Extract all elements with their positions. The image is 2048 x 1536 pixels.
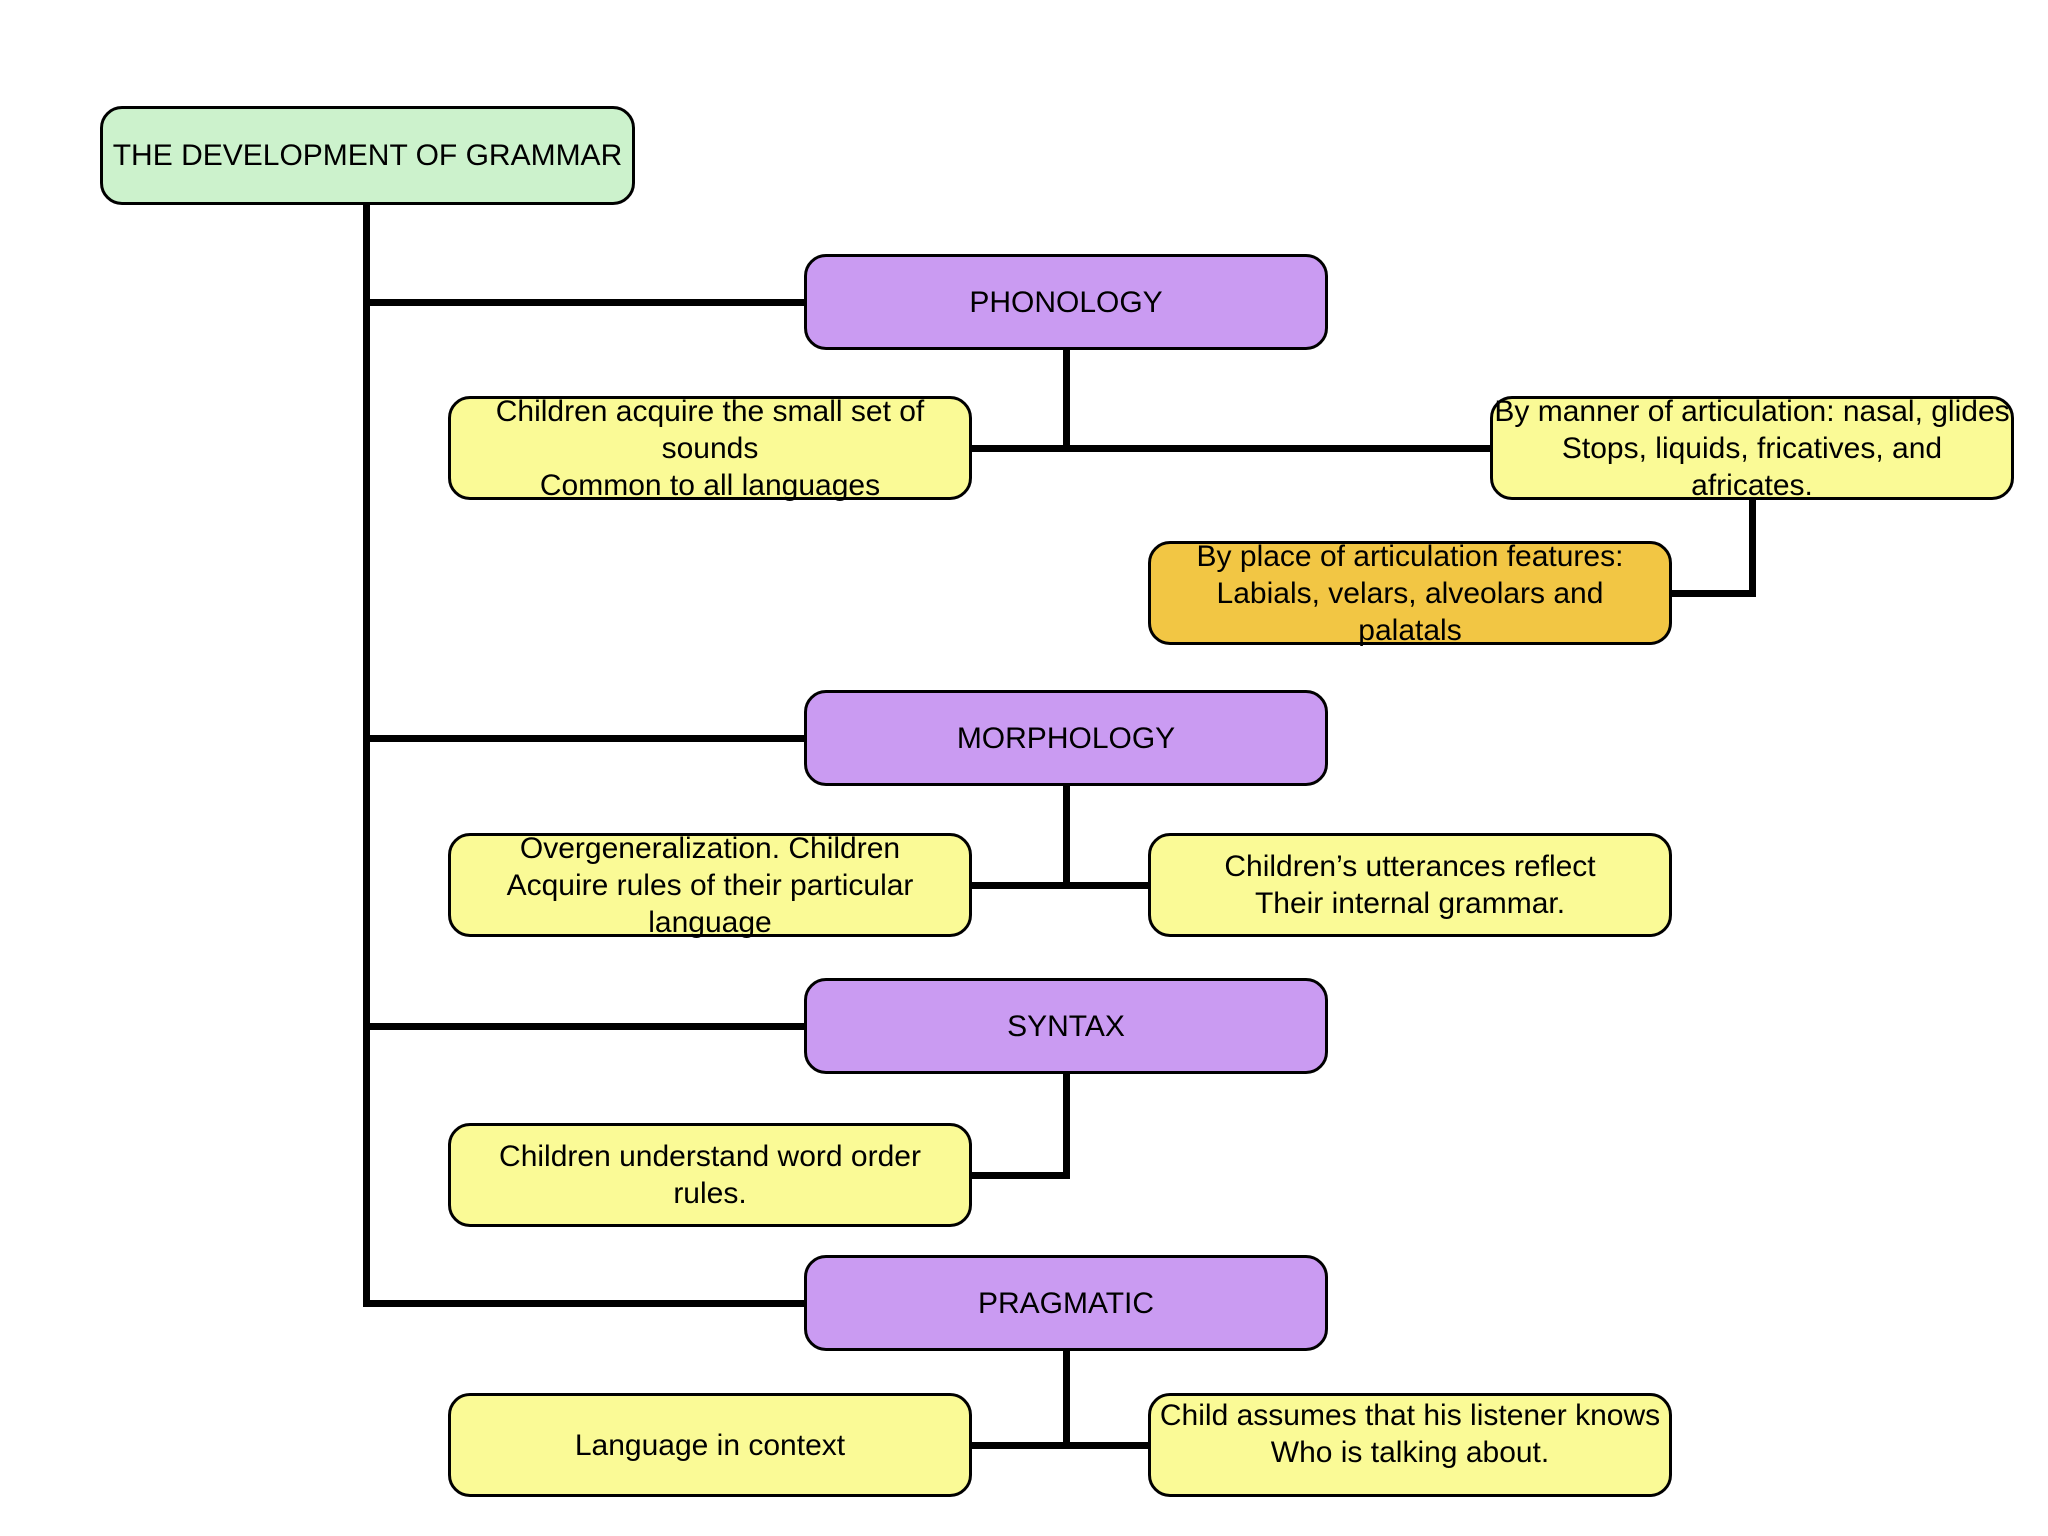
- note-line: language: [648, 905, 772, 939]
- phonology-node-label: PHONOLOGY: [969, 285, 1163, 319]
- phonology-right-note: By manner of articulation: nasal, glides…: [1490, 394, 2014, 502]
- note-line: Language in context: [574, 1428, 846, 1462]
- connector-phonology-horizontal: [972, 445, 1490, 452]
- note-line: Who is talking about.: [1270, 1436, 1550, 1469]
- note-line: Overgeneralization. Children: [519, 831, 901, 865]
- syntax-left-note: Children understand word order rules.: [448, 1123, 972, 1227]
- note-line: Child assumes that his listener knows: [1159, 1399, 1661, 1432]
- note-line: Acquire rules of their particular: [506, 868, 914, 902]
- connector-branch-pragmatic: [363, 1300, 804, 1307]
- connector-trunk-vertical: [363, 203, 370, 1307]
- connector-branch-phonology: [363, 299, 804, 306]
- phonology-left-note: Children acquire the small set of sounds…: [448, 394, 972, 502]
- note-line: Stops, liquids, fricatives, and: [1561, 431, 1943, 465]
- connector-syntax-horizontal: [972, 1172, 1070, 1179]
- connector-morphology-horizontal: [972, 882, 1148, 889]
- note-line: Common to all languages: [539, 468, 881, 502]
- note-line: Their internal grammar.: [1254, 887, 1566, 920]
- morphology-left-note: Overgeneralization. Children Acquire rul…: [448, 831, 972, 939]
- note-line: palatals: [1358, 613, 1462, 647]
- note-line: Children’s utterances reflect: [1224, 850, 1596, 883]
- syntax-node: SYNTAX: [804, 978, 1328, 1074]
- morphology-node: MORPHOLOGY: [804, 690, 1328, 786]
- place-of-articulation-note: By place of articulation features: Labia…: [1148, 539, 1672, 647]
- connector-place-horizontal: [1672, 590, 1756, 597]
- title-node: THE DEVELOPMENT OF GRAMMAR: [100, 106, 635, 205]
- connector-branch-syntax: [363, 1023, 804, 1030]
- syntax-node-label: SYNTAX: [1007, 1009, 1125, 1043]
- pragmatic-node: PRAGMATIC: [804, 1255, 1328, 1351]
- morphology-node-label: MORPHOLOGY: [956, 721, 1176, 755]
- note-line: By manner of articulation: nasal, glides: [1494, 394, 2010, 428]
- morphology-right-note: Children’s utterances reflect Their inte…: [1148, 833, 1672, 937]
- note-line: sounds: [661, 431, 759, 465]
- connector-pragmatic-horizontal: [972, 1442, 1148, 1449]
- phonology-node: PHONOLOGY: [804, 254, 1328, 350]
- note-line: Children understand word order: [499, 1140, 921, 1173]
- pragmatic-left-note: Language in context: [448, 1393, 972, 1497]
- note-line: Children acquire the small set of: [495, 394, 925, 428]
- connector-branch-morphology: [363, 735, 804, 742]
- pragmatic-node-label: PRAGMATIC: [977, 1286, 1155, 1320]
- connector-syntax-drop: [1063, 1074, 1070, 1179]
- connector-pragmatic-drop: [1063, 1351, 1070, 1449]
- note-line: africates.: [1691, 468, 1813, 502]
- pragmatic-right-note: Child assumes that his listener knows Wh…: [1148, 1393, 1672, 1497]
- connector-morphology-drop: [1063, 786, 1070, 889]
- connector-manner-drop: [1749, 500, 1756, 597]
- connector-phonology-drop: [1063, 350, 1070, 452]
- note-line: rules.: [673, 1177, 747, 1210]
- title-node-label: THE DEVELOPMENT OF GRAMMAR: [112, 139, 623, 172]
- note-line: Labials, velars, alveolars and: [1216, 576, 1604, 610]
- note-line: By place of articulation features:: [1196, 539, 1624, 573]
